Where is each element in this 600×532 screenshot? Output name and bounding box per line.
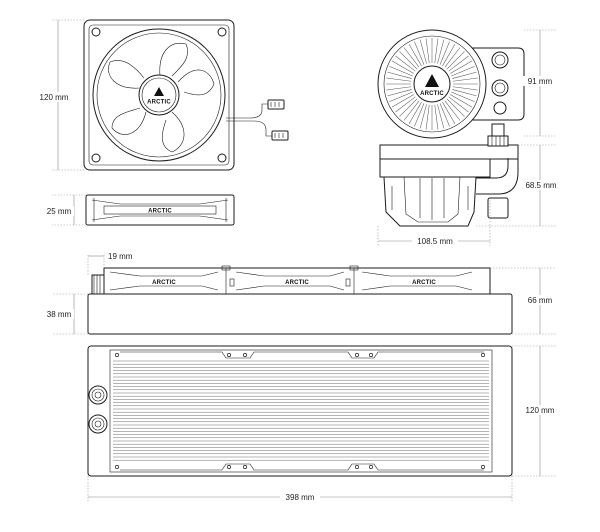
radiator-thickness-dimension: 38 mm xyxy=(44,293,88,335)
radiator-outlet-port xyxy=(88,414,108,434)
pump-width-label: 108.5 mm xyxy=(417,237,453,246)
svg-text:ARCTIC: ARCTIC xyxy=(152,280,176,286)
radiator-front-view xyxy=(87,345,513,477)
radiator-side-view: ARCTIC ARCTIC ARCTIC xyxy=(87,265,513,335)
pump-depth-dimension: 68.5 mm xyxy=(476,144,562,227)
side-fan-2: ARCTIC xyxy=(235,271,345,291)
fan-thickness-label: 25 mm xyxy=(47,207,72,216)
pump-side-view xyxy=(379,123,519,227)
fan-logo: ARCTIC xyxy=(147,100,171,106)
pump-logo: ARCTIC xyxy=(420,91,444,97)
fan-side-logo: ARCTIC xyxy=(148,209,172,215)
total-thickness-dimension: 66 mm xyxy=(490,267,556,335)
total-thickness-label: 66 mm xyxy=(528,296,553,305)
side-fan-3: ARCTIC xyxy=(361,271,473,291)
radiator-height-dimension: 120 mm xyxy=(512,345,560,477)
radiator-height-label: 120 mm xyxy=(526,406,555,415)
fan-front-view: ARCTIC xyxy=(83,19,289,171)
pump-depth-label: 68.5 mm xyxy=(525,181,556,190)
pump-height-label: 91 mm xyxy=(528,77,553,86)
fan-side-view: ARCTIC xyxy=(85,194,235,226)
fan-thickness-dimension: 25 mm xyxy=(44,194,86,226)
radiator-thickness-label: 38 mm xyxy=(47,310,72,319)
svg-text:ARCTIC: ARCTIC xyxy=(285,280,309,286)
side-fan-1: ARCTIC xyxy=(109,271,219,291)
radiator-fins xyxy=(113,360,489,461)
fan-height-label: 120 mm xyxy=(40,93,69,102)
pump-top-view: ARCTIC xyxy=(377,29,525,139)
pump-width-dimension: 108.5 mm xyxy=(377,200,491,246)
tube-offset-dimension: 19 mm xyxy=(87,252,133,275)
svg-text:ARCTIC: ARCTIC xyxy=(412,280,436,286)
pump-fins xyxy=(386,38,478,130)
radiator-length-label: 398 mm xyxy=(286,493,315,502)
fan-height-dimension: 120 mm xyxy=(40,19,84,171)
tube-offset-label: 19 mm xyxy=(108,252,133,261)
radiator-mount-holes xyxy=(115,353,485,469)
radiator-inlet-port xyxy=(88,385,108,405)
pump-height-dimension: 91 mm xyxy=(522,29,558,137)
radiator-length-dimension: 398 mm xyxy=(87,476,513,502)
